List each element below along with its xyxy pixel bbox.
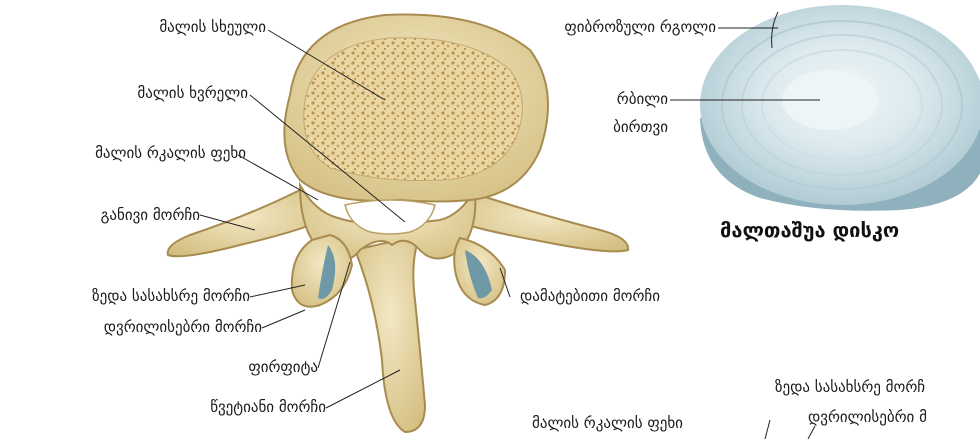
- label-bottom-superior-articular: ზედა სასახსრე მორჩ: [775, 378, 925, 396]
- label-bottom-mammillary: დვრილისებრი მ: [808, 408, 927, 426]
- label-transverse-process: განივი მორჩი: [40, 206, 200, 224]
- intervertebral-disc: [700, 5, 980, 211]
- label-vertebral-foramen: მალის ხვრელი: [70, 84, 248, 102]
- disc-title: მალთაშუა დისკო: [720, 218, 899, 242]
- transverse-process-right: [458, 192, 628, 251]
- label-spinous-process: წვეტიანი მორჩი: [120, 398, 326, 416]
- label-nucleus-line2: ბირთვი: [560, 118, 668, 136]
- label-pedicle: მალის რკალის ფეხი: [0, 144, 246, 162]
- spinous-process: [355, 235, 425, 432]
- spongy-bone: [304, 38, 523, 181]
- label-bottom-pedicle: მალის რკალის ფეხი: [532, 414, 683, 432]
- label-accessory-process: დამატებითი მორჩი: [520, 287, 660, 305]
- label-superior-articular-process: ზედა სასახსრე მორჩი: [0, 287, 250, 305]
- label-mammillary-process: დვრილისებრი მორჩი: [20, 318, 262, 336]
- label-nucleus-line1: რბილი: [560, 90, 668, 108]
- label-vertebral-body: მალის სხეული: [96, 18, 266, 36]
- label-annulus-fibrosus: ფიბროზული რგოლი: [470, 18, 716, 36]
- label-lamina: ფირფიტა: [180, 358, 318, 376]
